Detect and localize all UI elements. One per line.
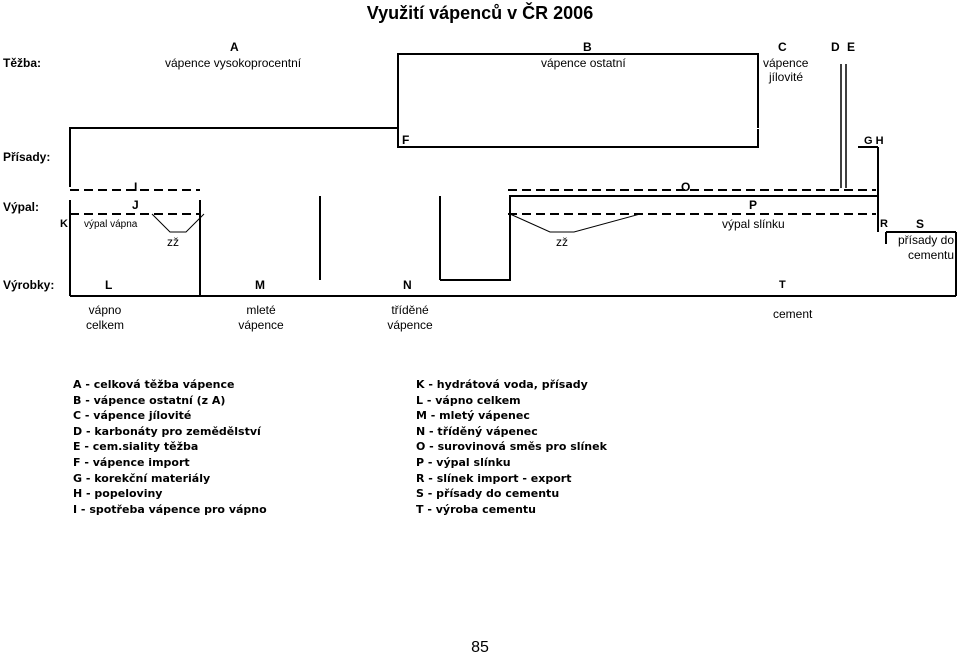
legend-item: K - hydrátová voda, přísady — [416, 378, 588, 391]
legend-item: T - výroba cementu — [416, 502, 537, 516]
letter-p: P — [749, 198, 758, 212]
letter-j: J — [132, 198, 139, 212]
legend-item: E - cem.siality těžba — [73, 440, 199, 454]
letter-m: M — [255, 278, 265, 292]
legend-item: L - vápno celkem — [416, 393, 521, 407]
funnel-zz-left — [151, 213, 205, 233]
legend-item: M - mletý vápenec — [416, 409, 530, 423]
row-label-tezba: Těžba: — [3, 56, 42, 70]
legend-item: S - přísady do cementu — [416, 487, 560, 501]
legend-item: C - vápence jílovité — [73, 409, 192, 423]
label-zz-right: zž — [556, 235, 568, 249]
letter-gh: G H — [864, 135, 884, 147]
letter-c: C — [778, 40, 787, 54]
letter-i: I — [134, 180, 138, 194]
letter-r: R — [880, 218, 888, 230]
tezba-box-outline — [69, 53, 759, 187]
label-vapence-jilovite-2: jílovité — [769, 70, 804, 84]
legend-right: K - hydrátová voda, přísady L - vápno ce… — [416, 377, 607, 517]
prisady-f-box — [397, 129, 759, 148]
vyrobky-nt-outline — [440, 195, 879, 281]
legend-item: N - tříděný vápenec — [416, 424, 538, 438]
legend-item: F - vápence import — [73, 455, 190, 469]
legend-item: H - popeloviny — [73, 487, 163, 501]
legend-item: D - karbonáty pro zemědělství — [73, 424, 261, 438]
letter-o: O — [681, 180, 691, 194]
legend-left: A - celková těžba vápence B - vápence os… — [73, 377, 267, 517]
letter-a: A — [230, 40, 239, 54]
page-title: Využití vápenců v ČR 2006 — [366, 3, 594, 23]
legend-item: I - spotřeba vápence pro vápno — [73, 502, 267, 516]
label-vapence-jilovite-1: vápence — [763, 56, 809, 70]
label-vypal-vapna: výpal vápna — [84, 219, 138, 230]
page-number: 85 — [471, 639, 489, 656]
label-tridene-1: tříděné — [391, 303, 429, 317]
row-label-vyrobky: Výrobky: — [3, 278, 55, 292]
label-vapno-2: celkem — [85, 318, 124, 332]
legend-item: O - surovinová směs pro slínek — [416, 440, 607, 454]
letter-e: E — [847, 40, 856, 54]
letter-b: B — [583, 40, 592, 54]
label-prisady-do-cementu-1: přísady do — [897, 233, 954, 247]
legend-item: B - vápence ostatní (z A) — [73, 393, 226, 407]
label-vapno-1: vápno — [88, 303, 122, 317]
legend-item: G - korekční materiály — [73, 471, 211, 485]
row-label-vypal: Výpal: — [3, 200, 40, 214]
label-mlete-2: vápence — [238, 318, 284, 332]
label-mlete-1: mleté — [246, 303, 276, 317]
label-vapence-vysokoprocentni: vápence vysokoprocentní — [165, 56, 302, 70]
funnel-zz-right — [509, 213, 641, 233]
label-vapence-ostatni: vápence ostatní — [541, 56, 626, 70]
row-label-prisady: Přísady: — [3, 150, 51, 164]
letter-f: F — [402, 133, 410, 147]
label-cement: cement — [773, 307, 813, 321]
label-vypal-slinku: výpal slínku — [722, 217, 785, 231]
letter-s: S — [916, 217, 925, 231]
letter-t: T — [779, 279, 786, 291]
letter-n: N — [403, 278, 412, 292]
letter-k: K — [60, 218, 68, 230]
legend-item: P - výpal slínku — [416, 455, 511, 469]
letter-d: D — [831, 40, 840, 54]
label-tridene-2: vápence — [387, 318, 433, 332]
legend-item: A - celková těžba vápence — [73, 378, 235, 391]
label-zz-left: zž — [167, 235, 179, 249]
label-prisady-do-cementu-2: cementu — [907, 248, 954, 262]
legend-item: R - slínek import - export — [416, 471, 572, 485]
letter-l: L — [105, 278, 113, 292]
